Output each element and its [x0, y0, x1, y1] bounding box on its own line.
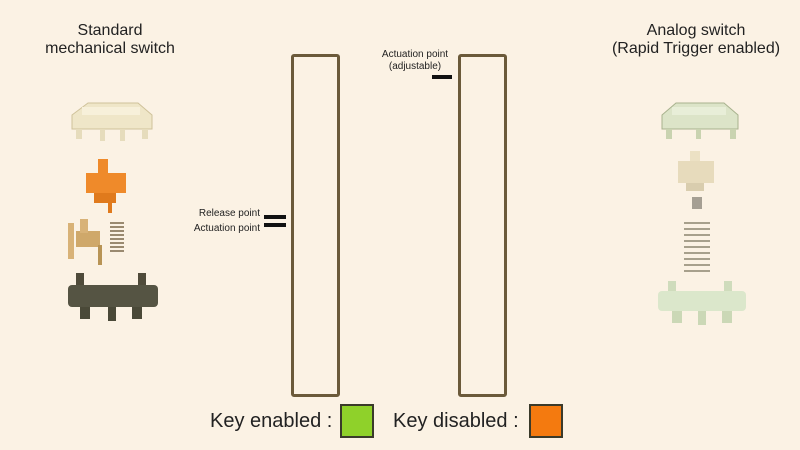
analog-top-housing — [661, 102, 739, 139]
actuation-point-label-right: Actuation point (adjustable) — [370, 49, 460, 73]
analog-switch-title-line2: (Rapid Trigger enabled) — [611, 40, 781, 57]
analog-stem — [678, 151, 714, 191]
legend-key-disabled-swatch — [529, 404, 563, 438]
analog-switch-exploded-illustration — [658, 102, 746, 325]
standard-switch-title-line2: mechanical switch — [45, 40, 175, 57]
switch-bottom-housing — [68, 273, 158, 321]
standard-switch-title-line1: Standard — [77, 22, 143, 39]
analog-magnet — [692, 197, 702, 209]
standard-switch-title: Standard mechanical switch — [20, 22, 200, 58]
actuation-point-label-right-line2: (adjustable) — [388, 61, 442, 72]
switch-contact-and-spring — [68, 219, 124, 265]
switch-stem — [86, 159, 126, 213]
release-point-label: Release point — [198, 208, 260, 219]
analog-spring — [684, 222, 710, 272]
analog-switch-title-line1: Analog switch — [646, 22, 746, 39]
release-point-marker — [264, 215, 286, 219]
analog-switch-title: Analog switch (Rapid Trigger enabled) — [596, 22, 796, 58]
adjustable-actuation-point-marker — [432, 75, 452, 79]
analog-bottom-housing — [658, 281, 746, 325]
actuation-point-label-left: Actuation point — [193, 223, 260, 234]
legend-key-enabled-label: Key enabled : — [210, 410, 333, 432]
switch-top-housing — [71, 102, 153, 141]
actuation-point-label-right-line1: Actuation point — [381, 49, 449, 60]
legend-key-enabled-swatch — [340, 404, 374, 438]
legend-key-disabled-label: Key disabled : — [393, 410, 519, 432]
analog-switch-travel-bar — [458, 54, 507, 397]
actuation-point-marker-left — [264, 223, 286, 227]
standard-switch-travel-bar — [291, 54, 340, 397]
mechanical-switch-exploded-illustration — [68, 102, 158, 321]
